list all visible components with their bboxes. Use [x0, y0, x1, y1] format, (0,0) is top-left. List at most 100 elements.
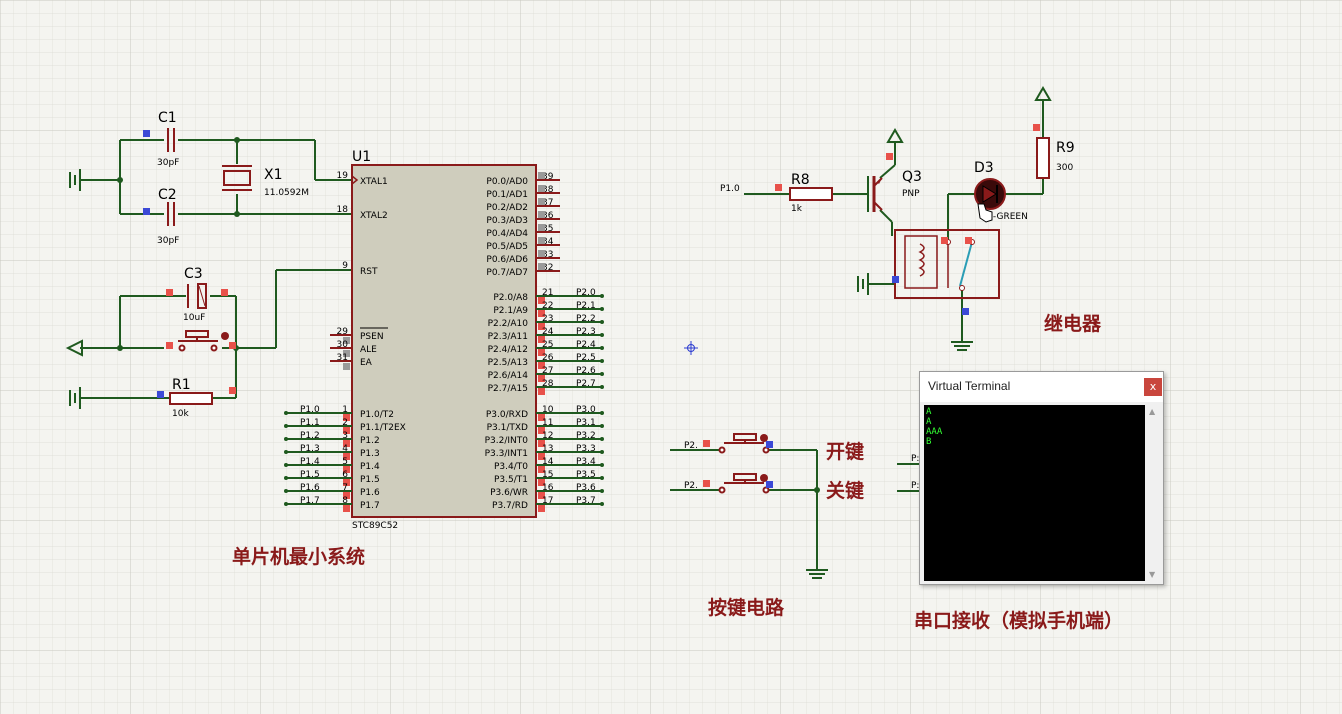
resistor-r9[interactable] — [1036, 137, 1050, 179]
wire-end — [600, 307, 604, 311]
pin-marker — [538, 375, 545, 382]
pin-marker — [538, 310, 545, 317]
x1-label: X1 — [264, 167, 283, 183]
pin-number: 3 — [342, 431, 348, 441]
clock-pin-icon — [351, 175, 359, 185]
mcu-u1[interactable] — [351, 164, 537, 518]
capacitor-c1[interactable] — [167, 128, 175, 152]
net-label: P1.1 — [300, 418, 320, 428]
pin-number: 17 — [542, 496, 553, 506]
close-icon[interactable]: x — [1144, 378, 1162, 396]
wire-end — [284, 450, 288, 454]
pin-name: P0.7/AD7 — [486, 268, 528, 278]
wire-end — [600, 437, 604, 441]
pin-name: P3.5/T1 — [494, 475, 528, 485]
pin-number: 6 — [342, 470, 348, 480]
u1-label: U1 — [352, 149, 371, 165]
close-button[interactable] — [718, 473, 770, 494]
terminal-scrollbar[interactable]: ▲ ▼ — [1147, 405, 1161, 581]
pin-number: 21 — [542, 288, 553, 298]
net-label: P2.6 — [576, 366, 596, 376]
pin-name: P0.0/AD0 — [486, 177, 528, 187]
pin-marker — [538, 250, 545, 257]
pin-number: 27 — [542, 366, 553, 376]
open-button[interactable] — [718, 433, 770, 454]
net-label: P2.2 — [576, 314, 596, 324]
pin-marker — [538, 323, 545, 330]
pin-number: 8 — [342, 496, 348, 506]
wire-end — [600, 385, 604, 389]
pin-number: 29 — [337, 327, 349, 337]
pin-marker — [343, 414, 350, 421]
pin-marker — [343, 479, 350, 486]
pin-marker — [538, 453, 545, 460]
net-label: P1.7 — [300, 496, 320, 506]
pin-marker — [343, 453, 350, 460]
net-label: P3.6 — [576, 483, 596, 493]
pin-marker — [157, 391, 164, 398]
scroll-down-icon[interactable]: ▼ — [1149, 570, 1156, 579]
pin-marker — [538, 185, 545, 192]
c2-value: 30pF — [157, 236, 179, 246]
led-d3[interactable] — [974, 178, 1006, 210]
resistor-r1[interactable] — [169, 392, 213, 405]
capacitor-c3[interactable] — [187, 283, 207, 309]
r1-value: 10k — [172, 409, 189, 419]
pin-marker — [166, 289, 173, 296]
pin-marker — [538, 198, 545, 205]
terminal-line: B — [926, 437, 932, 447]
resistor-r8[interactable] — [789, 187, 833, 201]
button-actuator-icon[interactable] — [760, 434, 768, 442]
terminal-pin-label-1: P: — [911, 454, 919, 464]
pin-name: P1.2 — [360, 436, 380, 446]
c1-value: 30pF — [157, 158, 179, 168]
terminal-title-bar[interactable]: Virtual Terminal x — [920, 372, 1163, 402]
button-actuator-icon[interactable] — [221, 332, 229, 340]
capacitor-c2[interactable] — [167, 202, 175, 226]
pin-name: P1.4 — [360, 462, 380, 472]
net-label: P3.3 — [576, 444, 596, 454]
crystal-x1[interactable] — [222, 165, 252, 191]
pin-marker — [221, 289, 228, 296]
power-arrow-icon — [65, 339, 83, 357]
pin-name: P0.2/AD2 — [486, 203, 528, 213]
scroll-up-icon[interactable]: ▲ — [1149, 407, 1156, 416]
pin-number: 25 — [542, 340, 553, 350]
net-label: P1.3 — [300, 444, 320, 454]
terminal-line: A — [926, 407, 932, 417]
u1-part: STC89C52 — [352, 521, 398, 531]
pin-marker — [538, 505, 545, 512]
pin-number: 36 — [542, 211, 554, 221]
pin-marker — [343, 363, 350, 370]
pin-name: P3.3/INT1 — [485, 449, 528, 459]
wire-end — [600, 411, 604, 415]
serial-receive-title: 串口接收（模拟手机端） — [914, 609, 1123, 632]
wire-end — [600, 463, 604, 467]
wire-end — [600, 502, 604, 506]
button-net-label-1: P2. — [684, 441, 698, 451]
r8-label: R8 — [791, 172, 810, 188]
pin-name: P2.6/A14 — [488, 371, 529, 381]
pin-number: 30 — [337, 340, 349, 350]
pin-number: 22 — [542, 301, 553, 311]
pin-number: 15 — [542, 470, 553, 480]
pin-name: P3.4/T0 — [494, 462, 528, 472]
pin-number: 9 — [342, 261, 348, 271]
r8-net-label: P1.0 — [720, 184, 740, 194]
pin-marker — [538, 263, 545, 270]
reset-button[interactable] — [178, 330, 218, 352]
c2-label: C2 — [158, 187, 177, 203]
pin-number: 12 — [542, 431, 553, 441]
pin-name: ALE — [360, 345, 377, 355]
pin-name: RST — [360, 267, 378, 277]
button-actuator-icon[interactable] — [760, 474, 768, 482]
r9-label: R9 — [1056, 140, 1075, 156]
pin-name: P2.1/A9 — [493, 306, 528, 316]
wire-end — [284, 424, 288, 428]
transistor-q3[interactable] — [872, 176, 883, 212]
net-label: P3.2 — [576, 431, 596, 441]
